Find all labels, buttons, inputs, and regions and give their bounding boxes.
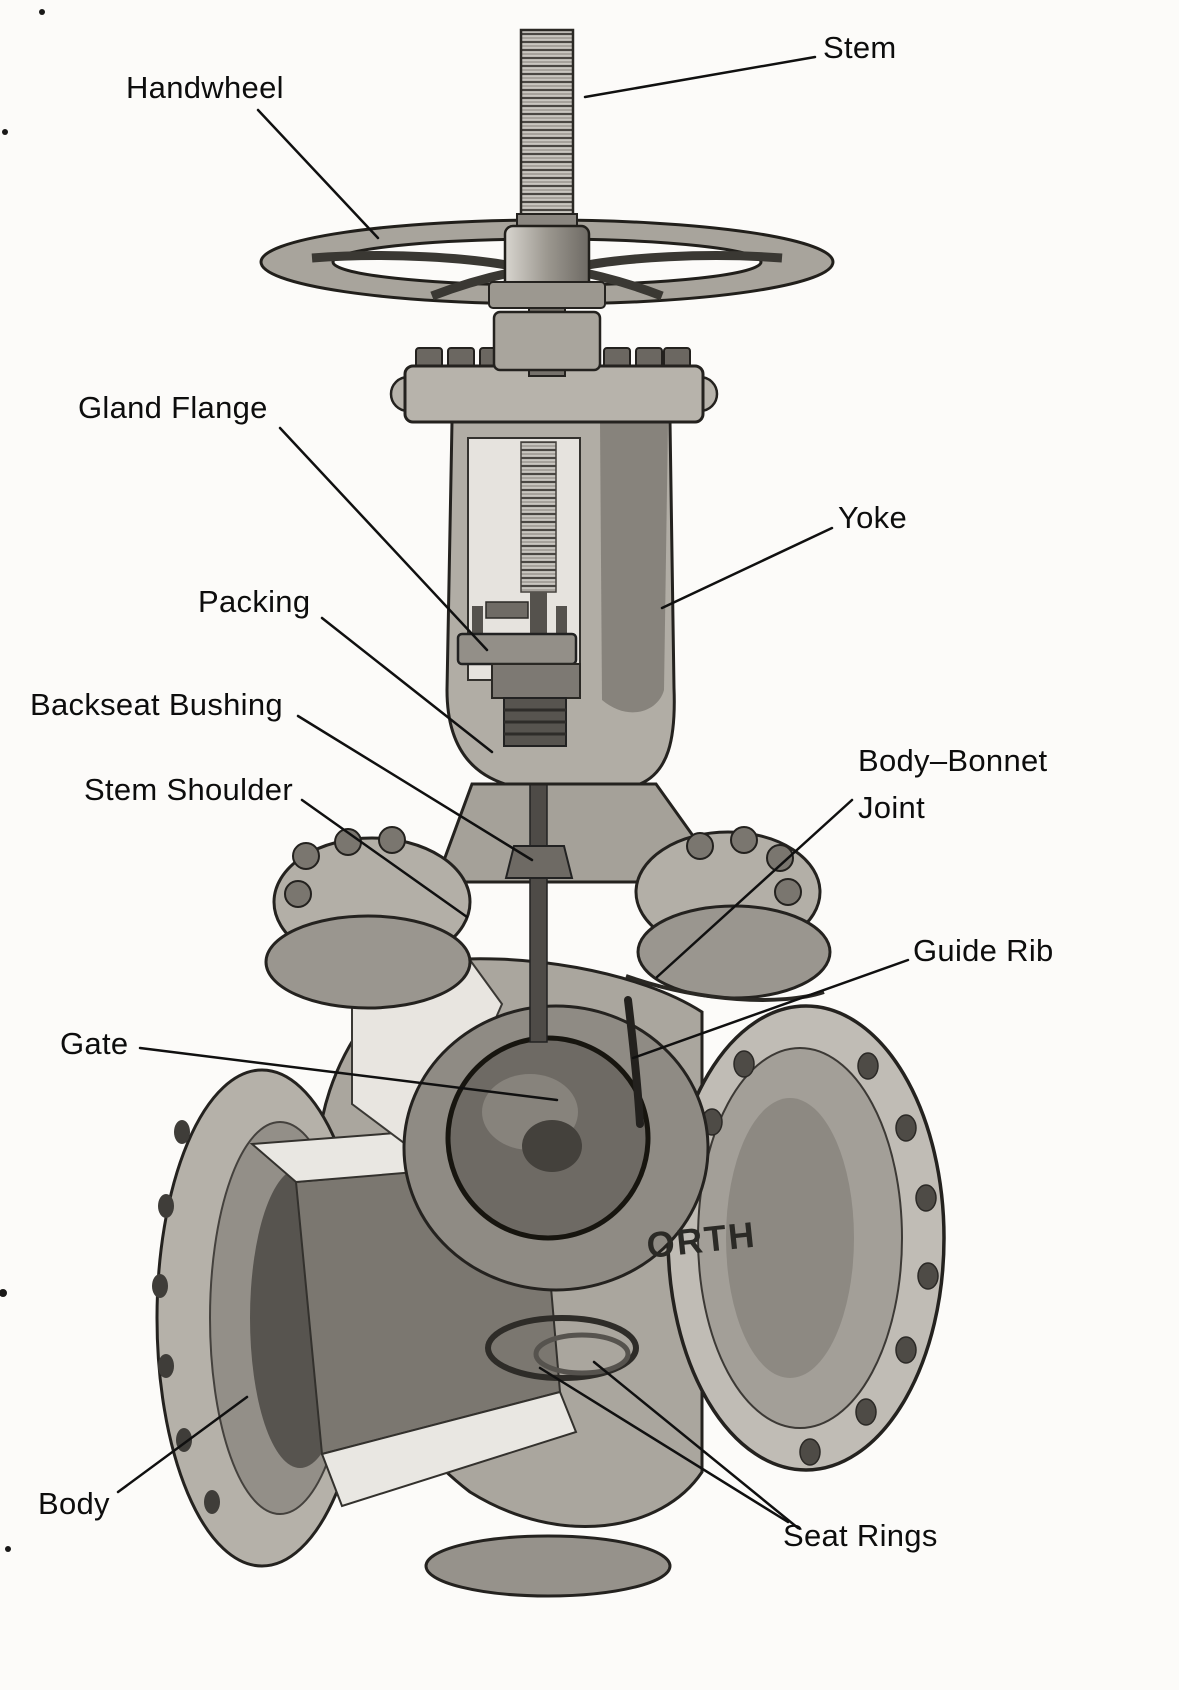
stem-lower-drawing (529, 741, 548, 1043)
label-gate: Gate (60, 1026, 129, 1061)
bonnet-bolt (730, 826, 758, 854)
label-handwheel: Handwheel (126, 70, 284, 105)
bonnet-bolt (766, 844, 794, 872)
bonnet-bolt (686, 832, 714, 860)
gland-stud (472, 606, 483, 636)
stem-threads-inner (520, 441, 557, 593)
outlet-flange-drawing (666, 1004, 946, 1472)
handwheel-drawing (259, 213, 835, 309)
leader-line-yoke (660, 526, 834, 610)
scan-artifacts (0, 9, 45, 1552)
guide-rib-drawing (624, 996, 644, 1128)
leader-line-handwheel (256, 108, 380, 240)
label-gland-flange: Gland Flange (78, 390, 268, 425)
leader-line-guide-rib (631, 958, 910, 1060)
bonnet-bolt (284, 880, 312, 908)
seat-rings-drawing (485, 1315, 639, 1381)
handwheel-spoke (581, 251, 783, 271)
leader-line-gland-flange (278, 426, 489, 652)
hub-plate (488, 281, 606, 309)
stem-drawing (519, 28, 575, 238)
bonnet-bolt (378, 826, 406, 854)
packing-drawing (503, 697, 567, 747)
gland-stud (556, 606, 567, 636)
leader-line-backseat-bushing (296, 714, 534, 862)
leader-line-stem (583, 55, 817, 99)
leader-line-packing (320, 616, 494, 754)
leader-line-body-bonnet-joint (655, 798, 854, 979)
leader-line-stem-shoulder (300, 798, 469, 919)
bonnet-flange-right-lower (636, 904, 832, 1000)
bonnet-flange-left-lower (264, 914, 472, 1010)
gate-center (522, 1120, 582, 1172)
label-packing: Packing (198, 584, 311, 619)
leader-line-gate (138, 1046, 559, 1102)
yoke-drawing (445, 420, 676, 786)
leader-line-seat-rings-1 (538, 1366, 790, 1524)
yoke-nut (492, 310, 602, 372)
leader-line-seat-rings-2 (592, 1360, 800, 1530)
body-foot (424, 1534, 672, 1598)
stuffing-box (491, 663, 581, 699)
label-guide-rib: Guide Rib (913, 933, 1054, 968)
leader-line-body (116, 1395, 249, 1494)
label-stem-shoulder: Stem Shoulder (84, 772, 293, 807)
label-body: Body (38, 1486, 110, 1521)
label-stem: Stem (823, 30, 897, 65)
label-yoke: Yoke (838, 500, 908, 535)
label-seat-rings: Seat Rings (783, 1518, 938, 1553)
handwheel-spoke (311, 251, 513, 271)
leader-lines (116, 55, 910, 1530)
bonnet-bolt (292, 842, 320, 870)
bonnet-bolt (774, 878, 802, 906)
yoke-leg-shade (600, 422, 668, 713)
label-body-bonnet-joint: Body–Bonnet Joint (858, 743, 1048, 825)
cut-face-bottom (320, 1390, 578, 1508)
label-backseat-bushing: Backseat Bushing (30, 687, 283, 722)
gland-bolt (485, 601, 529, 619)
valve-body-drawing: ORTH (152, 957, 946, 1598)
